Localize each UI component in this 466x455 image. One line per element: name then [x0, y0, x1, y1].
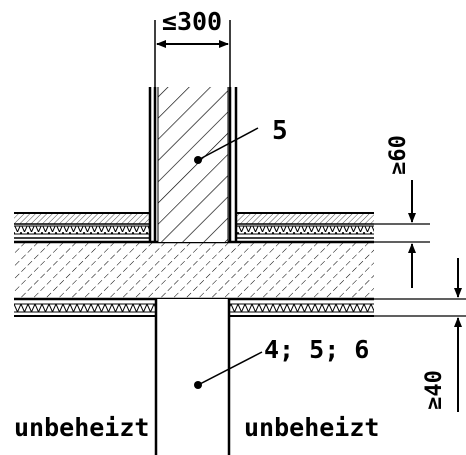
- floor-thickness-dimension: ≥60: [374, 135, 430, 288]
- concrete-slab: [14, 240, 374, 301]
- callout-lower-wall-label: 4; 5; 6: [264, 335, 369, 364]
- room-label-right: unbeheizt: [244, 413, 379, 442]
- floor-build-up-right: [236, 212, 374, 239]
- ceiling-insulation-left: [14, 303, 156, 317]
- lower-wall: [154, 299, 231, 455]
- wall-width-label: ≤300: [162, 7, 222, 36]
- ceiling-insulation-right: [229, 303, 374, 317]
- floor-thickness-label: ≥60: [386, 135, 411, 175]
- insulation-thickness-dimension: ≥40: [374, 258, 466, 412]
- floor-build-up-left: [14, 212, 150, 239]
- callout-lower-wall: 4; 5; 6: [194, 335, 369, 389]
- callout-wall-element-label: 5: [272, 116, 288, 146]
- upper-wall: [148, 87, 238, 242]
- wall-width-dimension: ≤300: [154, 7, 231, 88]
- room-label-left: unbeheizt: [14, 413, 149, 442]
- insulation-thickness-label: ≥40: [422, 370, 447, 410]
- callout-wall-element: 5: [194, 116, 288, 164]
